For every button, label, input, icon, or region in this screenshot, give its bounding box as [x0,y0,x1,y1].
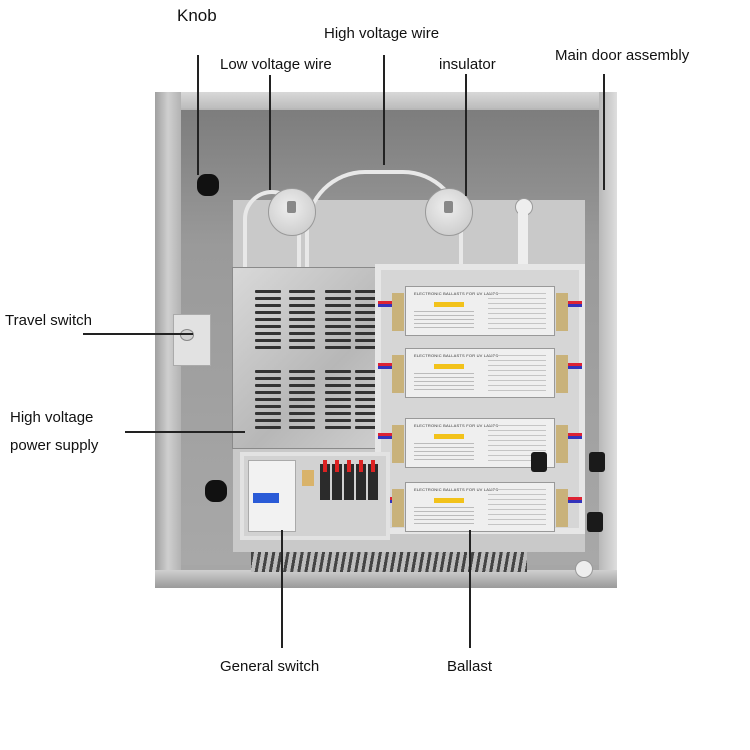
warning-sticker [434,498,464,503]
label-ballast: Ballast [447,658,493,675]
label-hv-power-supply-line1: High voltage [10,409,94,426]
high-voltage-power-supply [232,267,386,449]
terminal-block [368,460,378,500]
ballast-title: ELECTRONIC BALLASTS FOR UV LAMPS [414,353,499,358]
cable-gland-bottom [575,560,593,578]
knob-top [197,174,219,196]
label-insulator: insulator [439,56,496,73]
low-voltage-wire [243,190,301,284]
leader-high-voltage-wire [383,55,385,165]
breaker-toggle [253,493,279,503]
leader-knob [197,55,199,175]
cabinet-photo: ELECTRONIC BALLASTS FOR UV LAMPS ELECTRO… [155,92,617,588]
insulator-right [425,188,473,236]
relay [302,470,314,486]
ballast-unit: ELECTRONIC BALLASTS FOR UV LAMPS [378,348,582,398]
label-hv-power-supply-line2: power supply [10,437,99,454]
general-switch [248,460,296,532]
label-travel-switch: Travel switch [5,312,92,329]
leader-hv-power-supply [125,431,245,433]
knob-bottom [205,480,227,502]
label-high-voltage-wire: High voltage wire [324,25,440,42]
label-low-voltage-wire: Low voltage wire [220,56,332,73]
cable-bundle [518,212,528,267]
cabinet-top-edge [155,92,617,108]
warning-sticker [434,302,464,307]
leader-low-voltage-wire [269,75,271,190]
leader-main-door [603,74,605,190]
ballast-title: ELECTRONIC BALLASTS FOR UV LAMPS [414,291,499,296]
ballast-unit: ELECTRONIC BALLASTS FOR UV LAMPS [378,286,582,336]
terminal-block [356,460,366,500]
ventilation-grille [251,552,527,572]
cabinet-bottom-edge [155,570,617,588]
travel-switch [173,314,211,366]
ballast-rack: ELECTRONIC BALLASTS FOR UV LAMPS ELECTRO… [375,264,585,534]
insulator-left [268,188,316,236]
ballast-title: ELECTRONIC BALLASTS FOR UV LAMPS [414,487,499,492]
rocker-switch [587,512,603,532]
leader-travel-switch [83,333,193,335]
ballast-unit: ELECTRONIC BALLASTS FOR UV LAMPS [378,418,582,468]
leader-general-switch [281,530,283,648]
leader-insulator [465,74,467,196]
leader-ballast [469,530,471,648]
warning-sticker [434,434,464,439]
label-main-door-assembly: Main door assembly [555,47,690,64]
din-rail-panel [240,452,390,540]
ballast-unit: ELECTRONIC BALLASTS FOR UV LAMPS [378,482,582,532]
warning-sticker [434,364,464,369]
label-knob: Knob [177,6,217,25]
ballast-title: ELECTRONIC BALLASTS FOR UV LAMPS [414,423,499,428]
rocker-switch [589,452,605,472]
terminal-block [344,460,354,500]
rocker-switch [531,452,547,472]
terminal-block [320,460,330,500]
terminal-block [332,460,342,500]
label-general-switch: General switch [220,658,320,675]
